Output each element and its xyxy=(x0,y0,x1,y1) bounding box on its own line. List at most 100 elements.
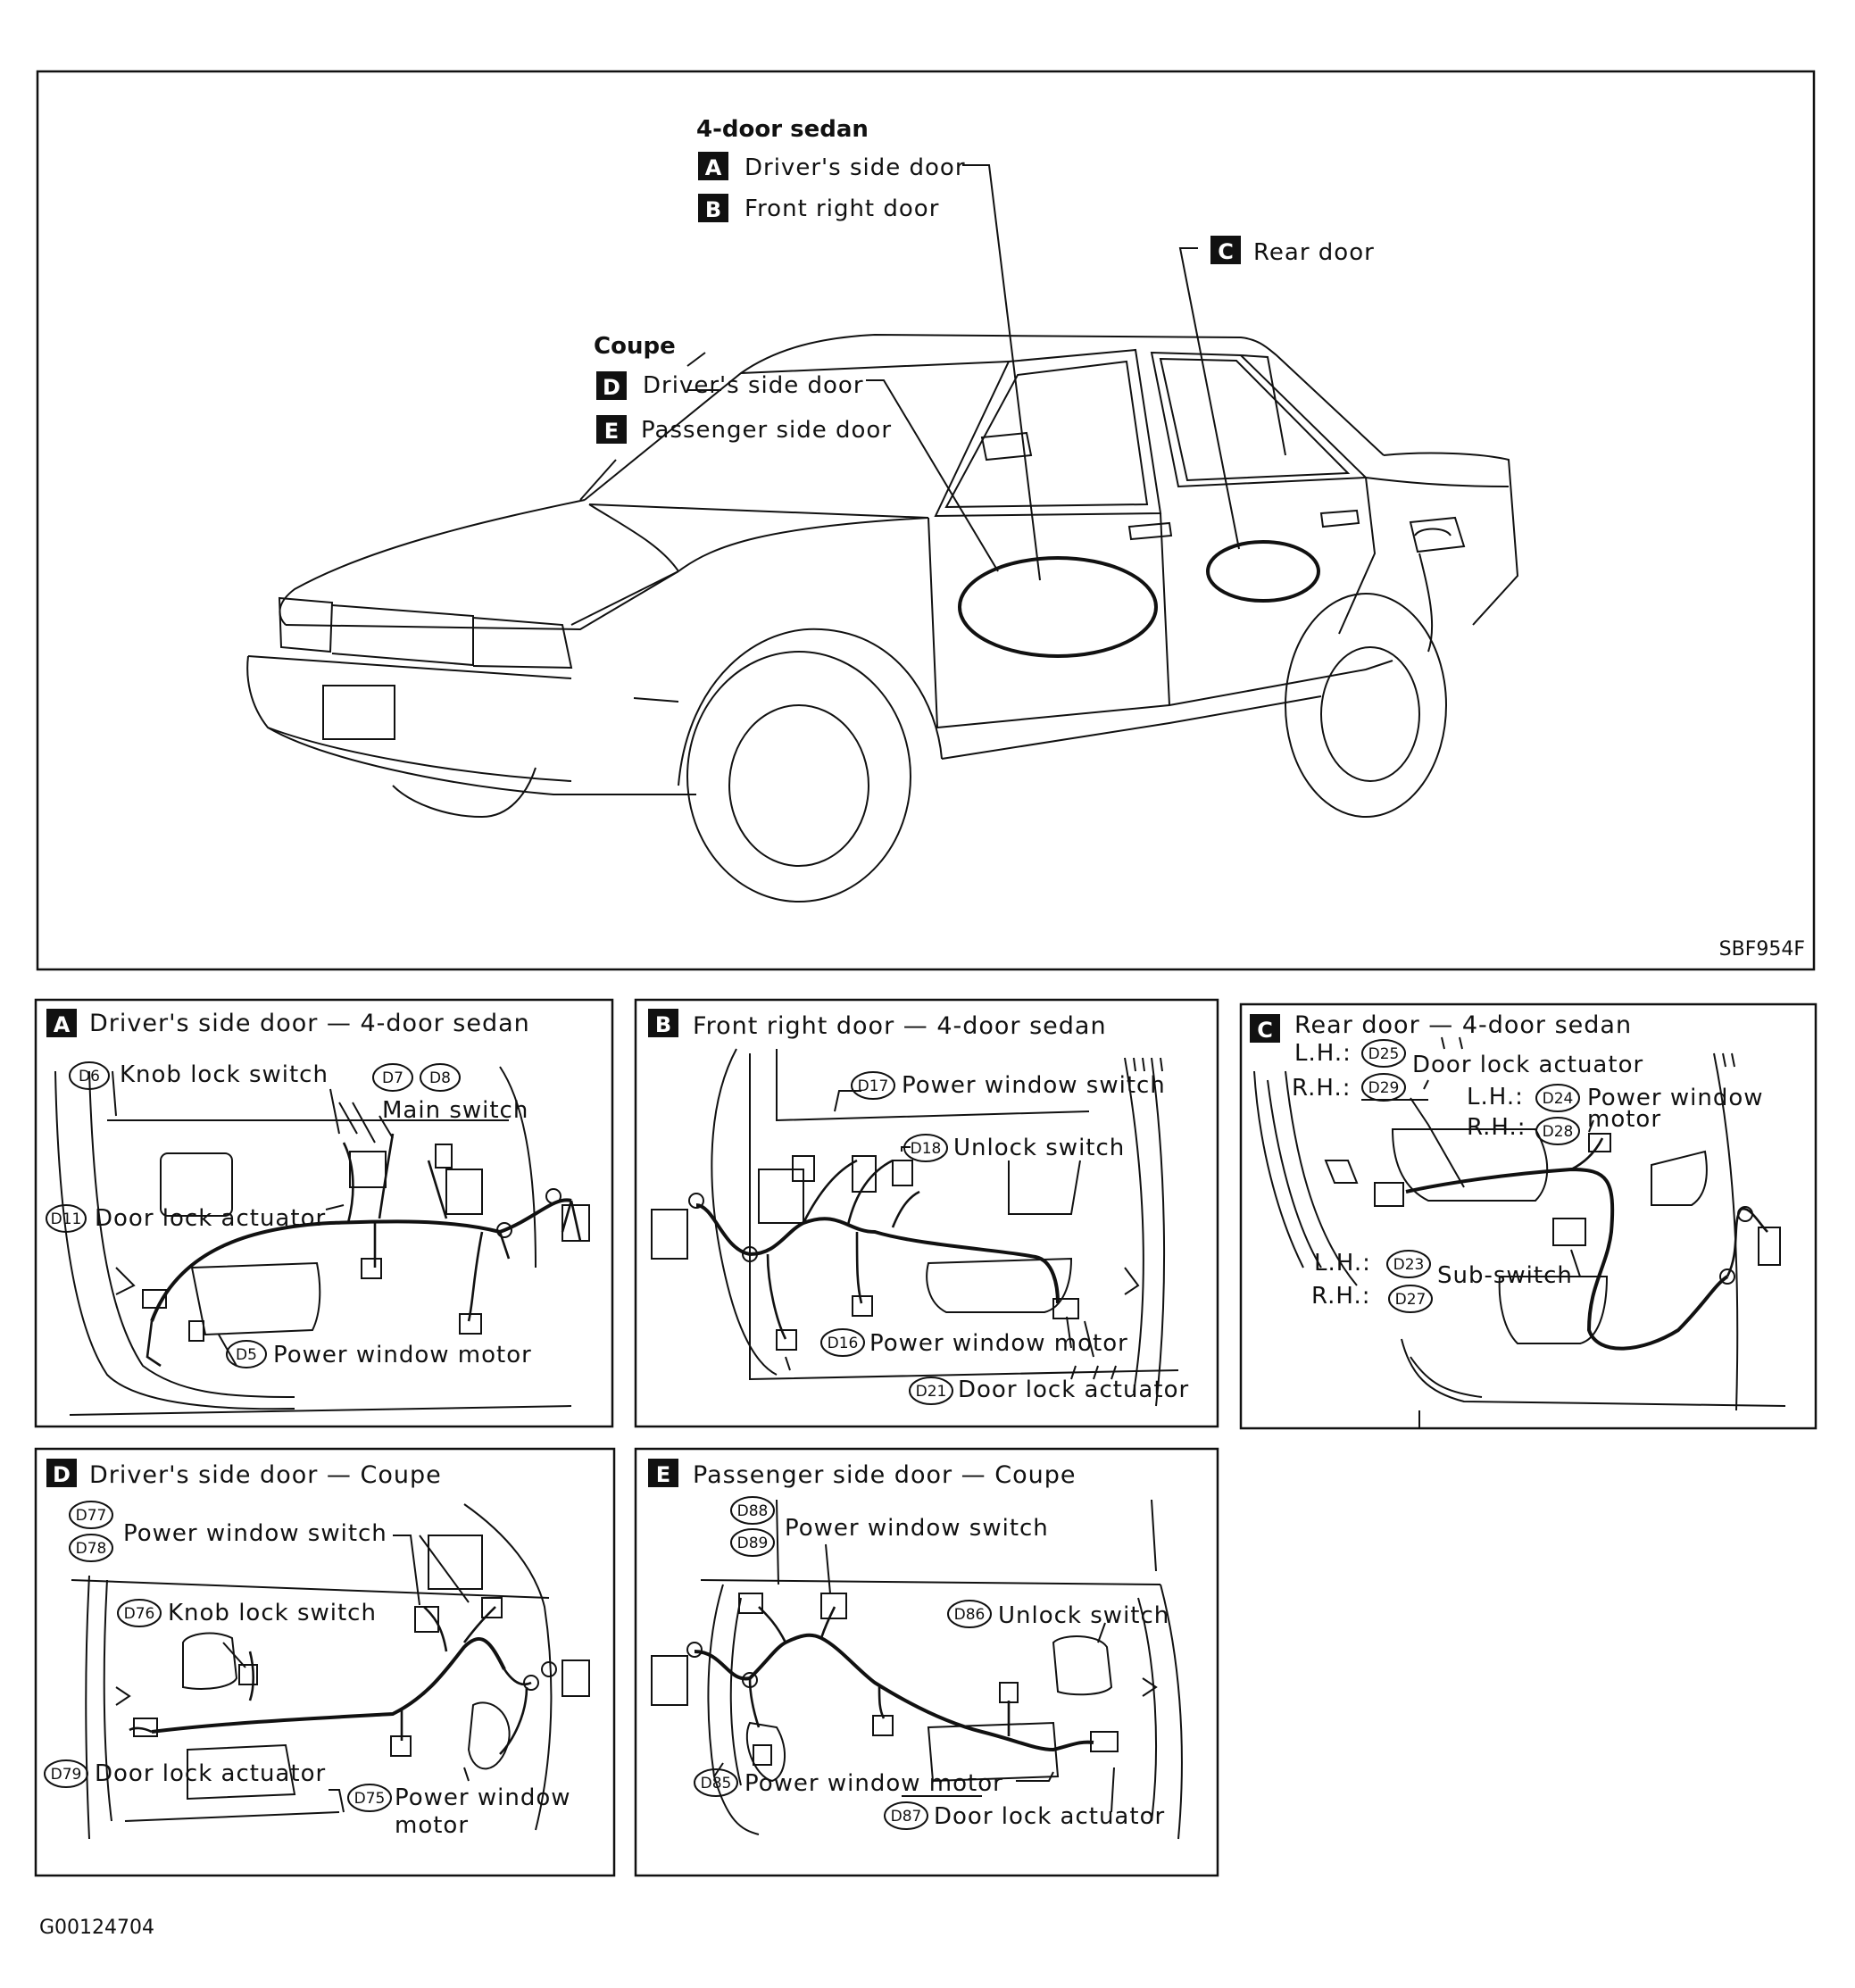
connector-d86: D86 xyxy=(947,1600,992,1628)
connector-d23: D23 xyxy=(1386,1250,1431,1278)
svg-text:B: B xyxy=(655,1012,671,1037)
badge-d-icon xyxy=(596,371,627,400)
connector-d79: D79 xyxy=(44,1759,88,1788)
connector-d7: D7 xyxy=(372,1063,413,1092)
connector-d88: D88 xyxy=(730,1496,775,1525)
connector-d87: D87 xyxy=(884,1801,928,1830)
connector-d8: D8 xyxy=(420,1063,461,1092)
connector-d89: D89 xyxy=(730,1528,775,1557)
svg-text:E: E xyxy=(604,419,619,444)
panel-e-title: Passenger side door — Coupe xyxy=(693,1461,1076,1489)
connector-d6: D6 xyxy=(69,1061,110,1090)
unlock-switch-label: Unlock switch xyxy=(953,1135,1125,1161)
panel-b-badge-icon xyxy=(648,1009,678,1037)
svg-text:C: C xyxy=(1218,239,1234,264)
svg-text:B: B xyxy=(705,197,721,222)
power-window-motor-label: Power window motor xyxy=(869,1330,1128,1357)
c-rh2-label: R.H.: xyxy=(1467,1114,1526,1141)
unlock-switch-label: Unlock switch xyxy=(998,1602,1169,1629)
svg-text:D77: D77 xyxy=(76,1507,107,1525)
c-lh3-label: L.H.: xyxy=(1314,1250,1371,1277)
panel-e-badge-icon xyxy=(648,1459,678,1487)
panel-c-title: Rear door — 4-door sedan xyxy=(1294,1011,1632,1039)
badge-e-icon xyxy=(596,415,627,444)
motor-label: motor xyxy=(395,1812,469,1839)
svg-text:D89: D89 xyxy=(737,1535,769,1552)
svg-text:D86: D86 xyxy=(954,1606,986,1624)
svg-text:D: D xyxy=(53,1462,71,1487)
coupe-heading: Coupe xyxy=(594,333,676,360)
power-window-motor-label: Power window motor xyxy=(273,1342,532,1368)
svg-text:D18: D18 xyxy=(911,1140,942,1158)
overview-panel: 4-door sedan A Driver's side door B Fron… xyxy=(36,70,1816,971)
c-lh2-label: L.H.: xyxy=(1467,1084,1524,1110)
legend-item-d: D Driver's side door xyxy=(596,371,864,400)
connector-d29: D29 xyxy=(1361,1073,1406,1102)
connector-d17: D17 xyxy=(851,1071,895,1100)
svg-text:D6: D6 xyxy=(79,1068,100,1085)
door-lock-actuator-label: Door lock actuator xyxy=(1412,1052,1643,1078)
connector-d24: D24 xyxy=(1535,1084,1580,1112)
connector-d75: D75 xyxy=(347,1784,392,1812)
svg-text:D88: D88 xyxy=(737,1502,769,1520)
svg-text:D75: D75 xyxy=(354,1790,386,1808)
connector-d77: D77 xyxy=(69,1501,113,1529)
svg-text:D24: D24 xyxy=(1543,1090,1574,1108)
power-window-label: Power window xyxy=(1587,1085,1764,1111)
svg-text:C: C xyxy=(1257,1018,1273,1043)
connector-d5: D5 xyxy=(226,1340,267,1368)
svg-text:D16: D16 xyxy=(828,1335,859,1352)
connector-d16: D16 xyxy=(820,1328,865,1357)
connector-d28: D28 xyxy=(1535,1117,1580,1145)
svg-text:D5: D5 xyxy=(236,1346,257,1364)
overview-frame xyxy=(36,70,1816,971)
panel-b-title: Front right door — 4-door sedan xyxy=(693,1012,1107,1040)
c-lh-label: L.H.: xyxy=(1294,1040,1352,1067)
door-lock-actuator-label: Door lock actuator xyxy=(95,1205,326,1232)
svg-text:D23: D23 xyxy=(1393,1256,1425,1274)
svg-text:D8: D8 xyxy=(429,1069,451,1087)
main-switch-label: Main switch xyxy=(382,1097,528,1124)
motor-label: motor xyxy=(1587,1106,1661,1133)
legend-item-a: A Driver's side door xyxy=(698,152,966,181)
svg-text:D87: D87 xyxy=(891,1808,922,1826)
panel-a: A Driver's side door — 4-door sedan xyxy=(34,998,614,1428)
panel-a-title: Driver's side door — 4-door sedan xyxy=(89,1010,530,1037)
svg-text:A: A xyxy=(54,1012,71,1037)
rear-door-highlight xyxy=(1206,540,1320,603)
badge-b-icon xyxy=(698,194,728,222)
footer-code: G00124704 xyxy=(39,1917,154,1939)
c-rh-label: R.H.: xyxy=(1292,1075,1352,1102)
connector-d11: D11 xyxy=(46,1204,87,1233)
svg-text:D7: D7 xyxy=(382,1069,403,1087)
sedan-heading: 4-door sedan xyxy=(696,116,869,143)
power-window-motor-label: Power window motor xyxy=(744,1770,1003,1797)
svg-text:D29: D29 xyxy=(1368,1079,1400,1097)
legend-item-c: C Rear door xyxy=(1210,236,1375,266)
knob-lock-switch-label: Knob lock switch xyxy=(120,1061,329,1088)
legend-label-c: Rear door xyxy=(1253,239,1375,266)
panel-c-badge-icon xyxy=(1250,1014,1280,1043)
panel-b: B Front right door — 4-door sedan xyxy=(634,998,1219,1428)
panel-d: D Driver's side door — Coupe xyxy=(34,1447,616,1877)
svg-text:D27: D27 xyxy=(1395,1291,1427,1309)
sub-switch-label: Sub-switch xyxy=(1437,1262,1573,1289)
car-illustration xyxy=(246,333,1519,903)
panel-d-badge-icon xyxy=(46,1459,77,1487)
connector-d21: D21 xyxy=(909,1377,953,1405)
svg-text:D21: D21 xyxy=(916,1383,947,1401)
panel-e: E Passenger side door — Coupe xyxy=(634,1447,1219,1877)
power-window-switch-label: Power window switch xyxy=(123,1520,387,1547)
svg-text:D28: D28 xyxy=(1543,1123,1574,1141)
legend-item-b: B Front right door xyxy=(698,194,938,222)
connector-d78: D78 xyxy=(69,1534,113,1562)
connector-d18: D18 xyxy=(903,1134,948,1162)
svg-text:D11: D11 xyxy=(51,1210,82,1228)
power-window-switch-label: Power window switch xyxy=(902,1072,1166,1099)
c-rh3-label: R.H.: xyxy=(1311,1283,1371,1310)
connector-d76: D76 xyxy=(117,1599,162,1627)
legend-label-d: Driver's side door xyxy=(643,372,864,399)
panel-a-badge-icon xyxy=(46,1009,77,1037)
legend-label-a: Driver's side door xyxy=(744,154,966,181)
connector-d85: D85 xyxy=(694,1768,738,1797)
